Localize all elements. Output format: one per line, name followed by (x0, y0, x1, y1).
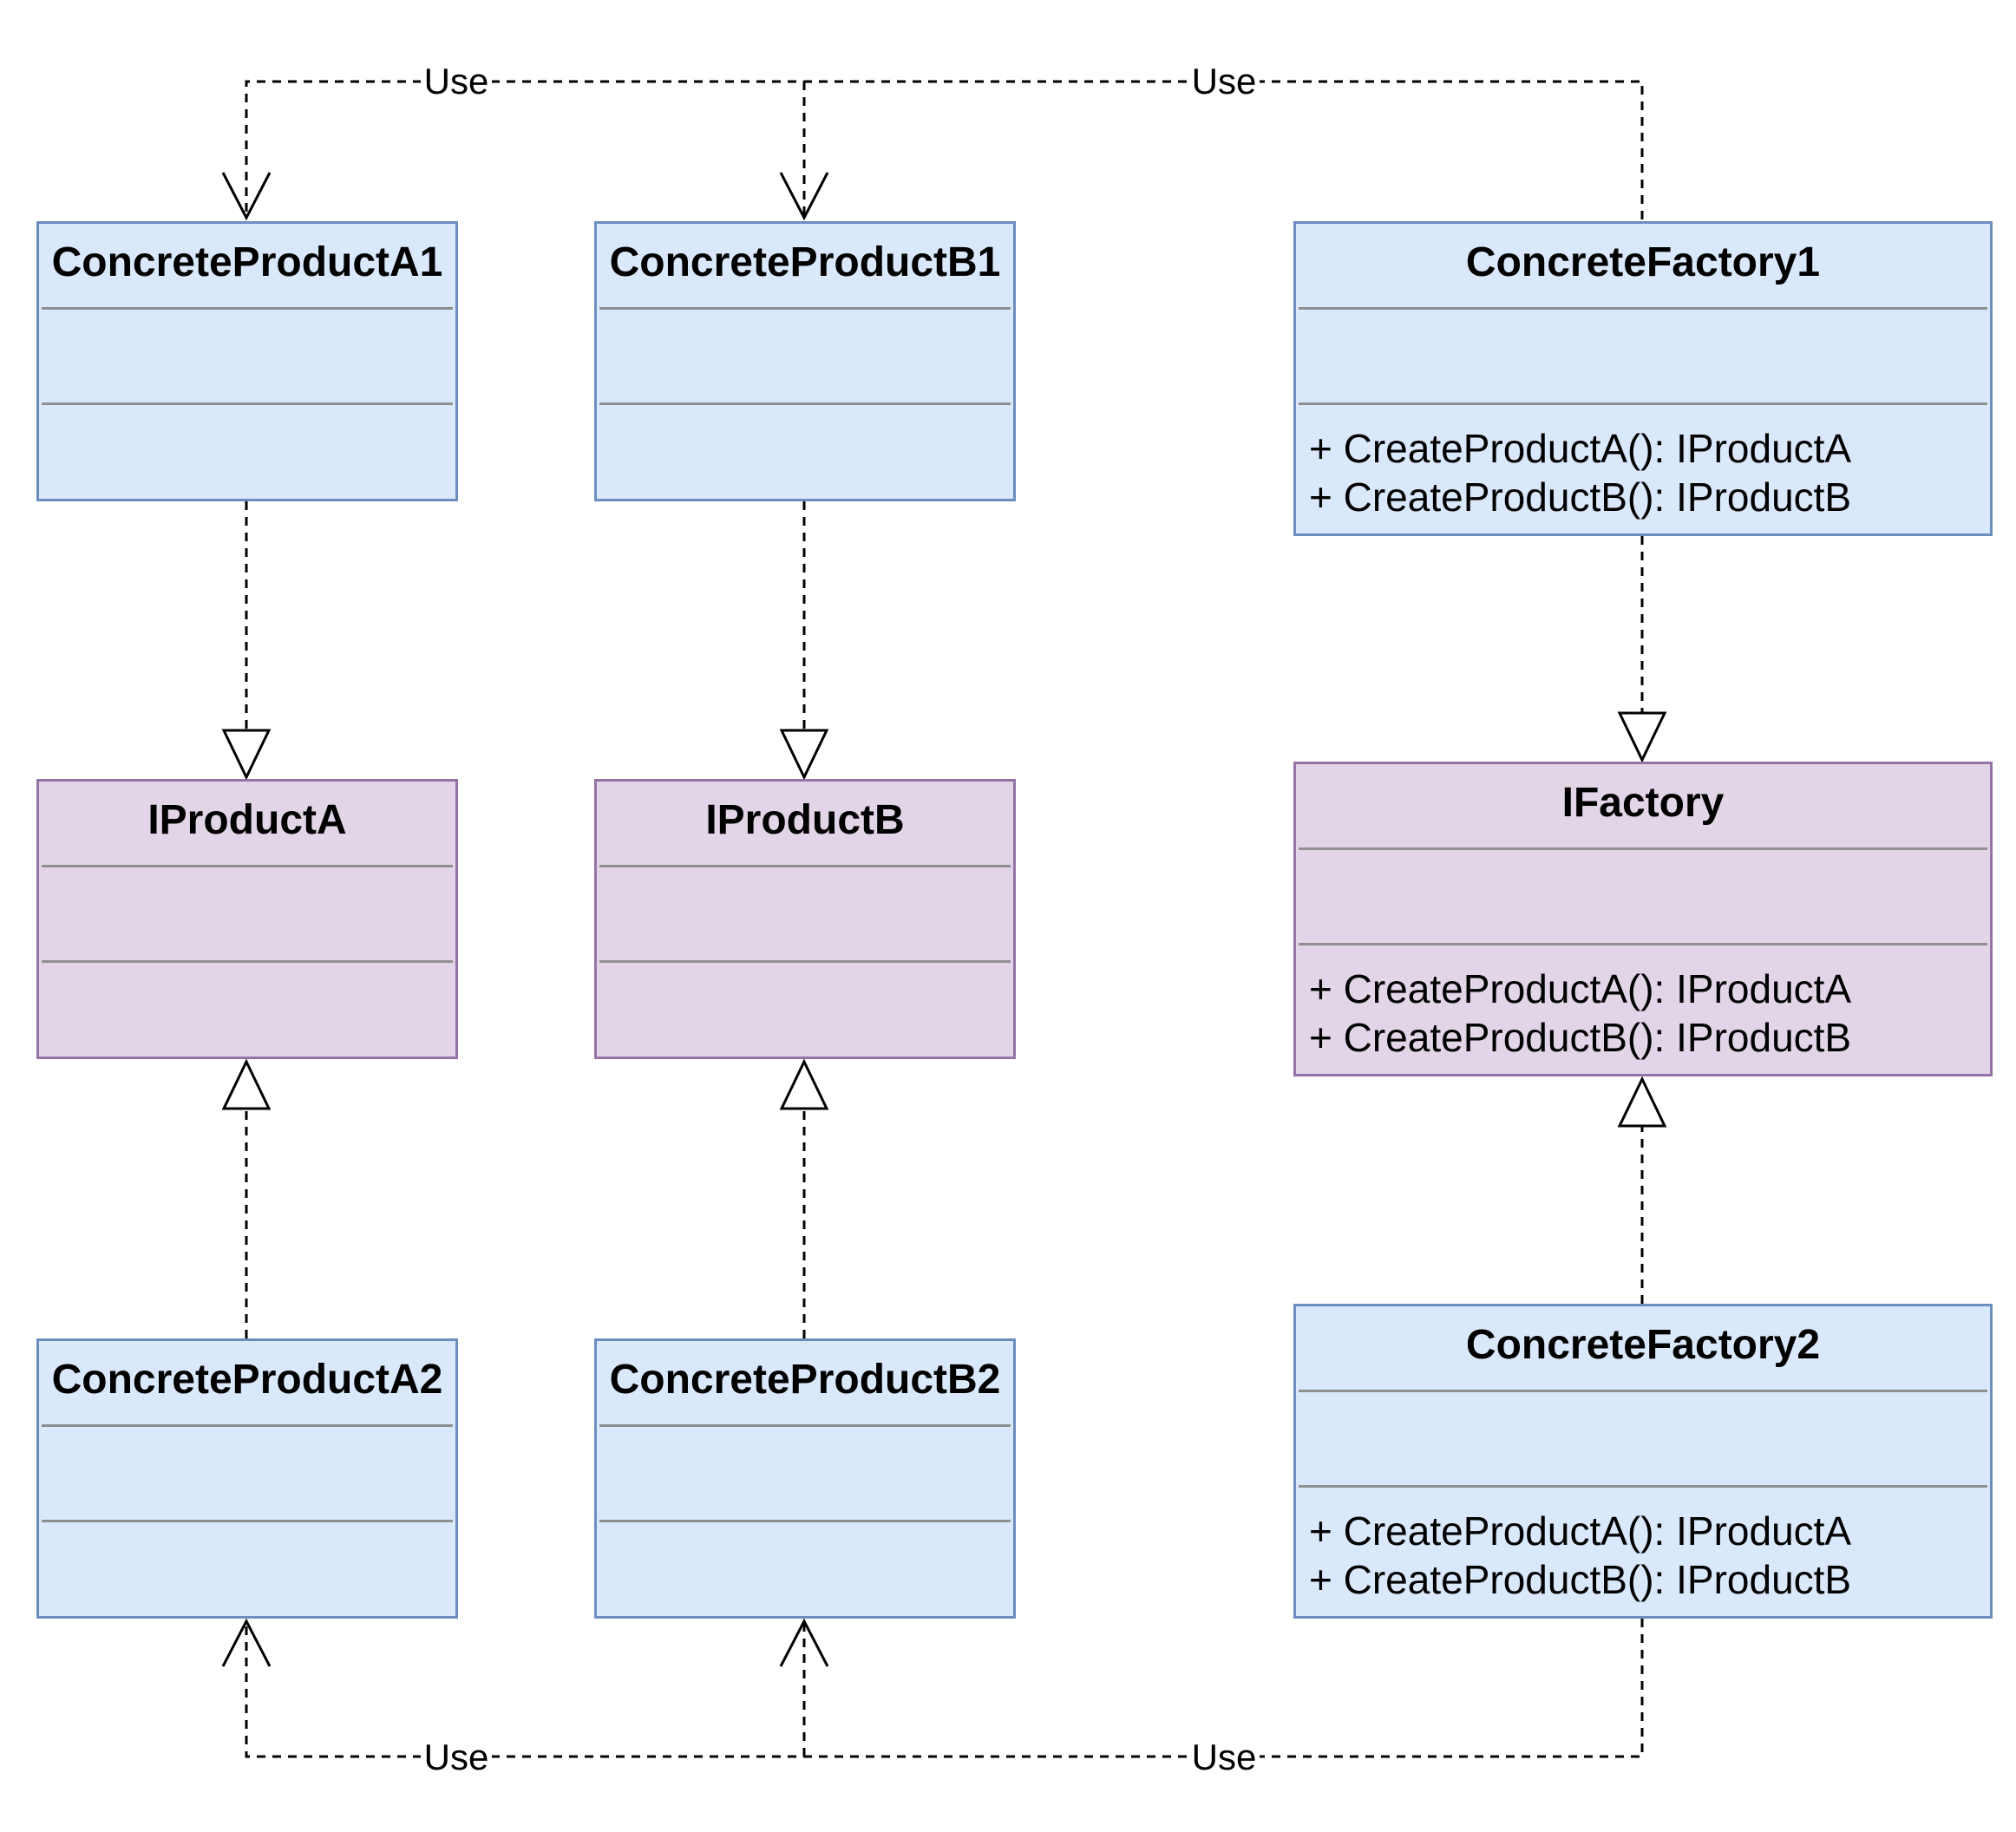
class-name: ConcreteFactory2 (1465, 1321, 1821, 1368)
method-create-product-a: + CreateProductA(): IProductA (1309, 966, 1852, 1011)
interface-iproduct-a[interactable]: IProductA (36, 779, 458, 1059)
open-arrowhead-productA1 (221, 172, 272, 221)
class-attributes-section (1299, 307, 1987, 402)
class-attributes-section (1299, 1390, 1987, 1485)
class-concrete-factory1[interactable]: ConcreteFactory1 + CreateProductA(): IPr… (1293, 221, 1993, 536)
class-attributes-section (599, 307, 1011, 402)
open-arrowhead-productB1 (779, 172, 829, 221)
interface-ifactory[interactable]: IFactory + CreateProductA(): IProductA +… (1293, 762, 1993, 1076)
method-create-product-a: + CreateProductA(): IProductA (1309, 426, 1852, 471)
use-dependency-factory1-to-productA1 (245, 80, 1644, 219)
class-name: IFactory (1561, 779, 1725, 826)
method-create-product-b: + CreateProductB(): IProductB (1309, 474, 1852, 520)
use-label-top-left: Use (424, 61, 489, 101)
class-concrete-product-b1[interactable]: ConcreteProductB1 (594, 221, 1016, 501)
class-name: IProductA (147, 796, 347, 843)
triangle-arrowhead-iproductB-top (779, 729, 829, 781)
class-name: ConcreteProductB2 (609, 1356, 1001, 1403)
triangle-arrowhead-iproductA-top (221, 729, 272, 781)
class-methods-section: + CreateProductA(): IProductA + CreatePr… (1299, 402, 1987, 533)
class-concrete-product-a2[interactable]: ConcreteProductA2 (36, 1338, 458, 1619)
triangle-arrowhead-iproductA-bottom (221, 1058, 272, 1110)
interface-iproduct-b[interactable]: IProductB (594, 779, 1016, 1059)
class-methods-section: + CreateProductA(): IProductA + CreatePr… (1299, 1485, 1987, 1616)
class-concrete-factory2[interactable]: ConcreteFactory2 + CreateProductA(): IPr… (1293, 1304, 1993, 1619)
class-attributes-section (42, 1424, 453, 1520)
use-label-bottom-left: Use (424, 1737, 489, 1777)
method-create-product-b: + CreateProductB(): IProductB (1309, 1015, 1852, 1060)
class-name: ConcreteProductA2 (51, 1356, 443, 1403)
class-attributes-section (599, 1424, 1011, 1520)
class-attributes-section (599, 865, 1011, 960)
open-arrowhead-productA2 (221, 1618, 272, 1667)
class-concrete-product-b2[interactable]: ConcreteProductB2 (594, 1338, 1016, 1619)
use-dependency-factory2-to-productA2 (245, 1619, 1644, 1758)
method-create-product-a: + CreateProductA(): IProductA (1309, 1508, 1852, 1554)
class-concrete-product-a1[interactable]: ConcreteProductA1 (36, 221, 458, 501)
open-arrowhead-productB2 (779, 1618, 829, 1667)
class-methods-section (42, 960, 453, 1057)
class-methods-section (42, 402, 453, 499)
method-create-product-b: + CreateProductB(): IProductB (1309, 1557, 1852, 1602)
class-name: ConcreteProductB1 (609, 239, 1001, 285)
class-name: ConcreteFactory1 (1465, 239, 1821, 285)
triangle-arrowhead-ifactory-top (1617, 711, 1667, 763)
class-name: ConcreteProductA1 (51, 239, 443, 285)
class-name: IProductB (705, 796, 905, 843)
class-methods-section (599, 960, 1011, 1057)
class-attributes-section (42, 307, 453, 402)
class-attributes-section (42, 865, 453, 960)
triangle-arrowhead-iproductB-bottom (779, 1058, 829, 1110)
triangle-arrowhead-ifactory-bottom (1617, 1076, 1667, 1128)
class-attributes-section (1299, 847, 1987, 943)
class-methods-section (599, 402, 1011, 499)
class-methods-section (599, 1520, 1011, 1616)
class-methods-section (42, 1520, 453, 1616)
use-label-bottom-right: Use (1192, 1737, 1257, 1777)
class-methods-section: + CreateProductA(): IProductA + CreatePr… (1299, 943, 1987, 1074)
use-label-top-right: Use (1192, 61, 1257, 101)
